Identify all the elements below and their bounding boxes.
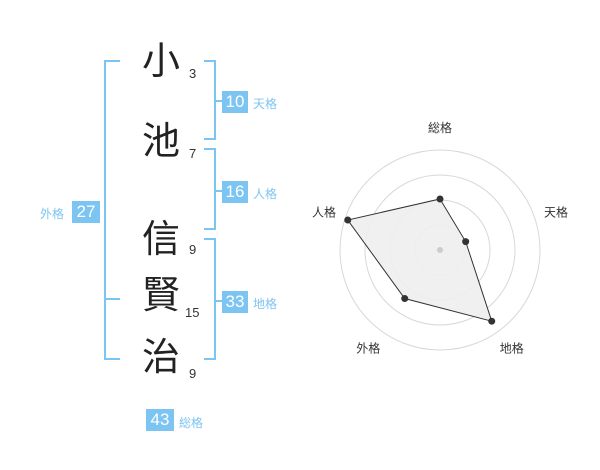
gaikaku-bracket-vertical [104, 60, 106, 360]
chikaku-value-badge: 33 [222, 291, 248, 313]
chikaku-label: 地格 [253, 297, 278, 311]
radar-ring-3 [364, 174, 516, 326]
radar-axis-label-2: 天格 [544, 204, 568, 219]
stroke-count-4: 15 [185, 305, 200, 320]
stroke-count-5: 9 [189, 366, 197, 381]
radar-point-2 [462, 238, 470, 246]
chikaku-bracket-tick [216, 300, 222, 302]
gaikaku-label: 外格 [40, 207, 65, 221]
tenkaku-bracket-top [204, 60, 216, 62]
radar-axis-label-1: 総格 [428, 120, 452, 135]
chikaku-bracket-bottom [204, 358, 216, 360]
stroke-count-3: 9 [189, 242, 197, 257]
jinkaku-bracket-top [204, 148, 216, 150]
jinkaku-label: 人格 [253, 187, 278, 201]
gaikaku-bracket-bottom [104, 358, 120, 360]
name-char-5: 治 [141, 335, 180, 379]
radar-point-1 [436, 195, 444, 203]
tenkaku-bracket-tick [216, 100, 222, 102]
stroke-count-1: 3 [189, 66, 197, 81]
gaikaku-value-badge: 27 [72, 201, 100, 223]
name-char-4: 賢 [141, 273, 180, 317]
stroke-count-2: 7 [189, 146, 197, 161]
radar-point-4 [401, 295, 409, 303]
radar-point-5 [344, 216, 352, 224]
jinkaku-bracket-bottom [204, 228, 216, 230]
chikaku-bracket-top [204, 238, 216, 240]
gaikaku-bracket-mid [104, 298, 120, 300]
radar-ring-4 [339, 149, 541, 351]
jinkaku-bracket-tick [216, 190, 222, 192]
tenkaku-label: 天格 [253, 97, 278, 111]
soukaku-label: 総格 [179, 416, 204, 430]
soukaku-value-badge: 43 [146, 409, 174, 431]
radar-center-dot [437, 247, 443, 253]
name-char-3: 信 [141, 217, 180, 261]
jinkaku-value-badge: 16 [222, 181, 248, 203]
tenkaku-bracket-vertical [214, 60, 216, 140]
radar-axis-label-4: 外格 [356, 341, 380, 356]
jinkaku-bracket-vertical [214, 148, 216, 230]
radar-polygon [346, 198, 493, 322]
gaikaku-bracket-top [104, 60, 120, 62]
radar-points [344, 195, 496, 325]
name-char-2: 池 [141, 119, 180, 163]
tenkaku-bracket-bottom [204, 138, 216, 140]
name-char-1: 小 [141, 39, 180, 83]
chikaku-bracket-vertical [214, 238, 216, 360]
tenkaku-value-badge: 10 [222, 91, 248, 113]
radar-axis-label-3: 地格 [500, 341, 524, 356]
radar-point-3 [488, 317, 496, 325]
radar-axis-label-5: 人格 [312, 204, 336, 219]
